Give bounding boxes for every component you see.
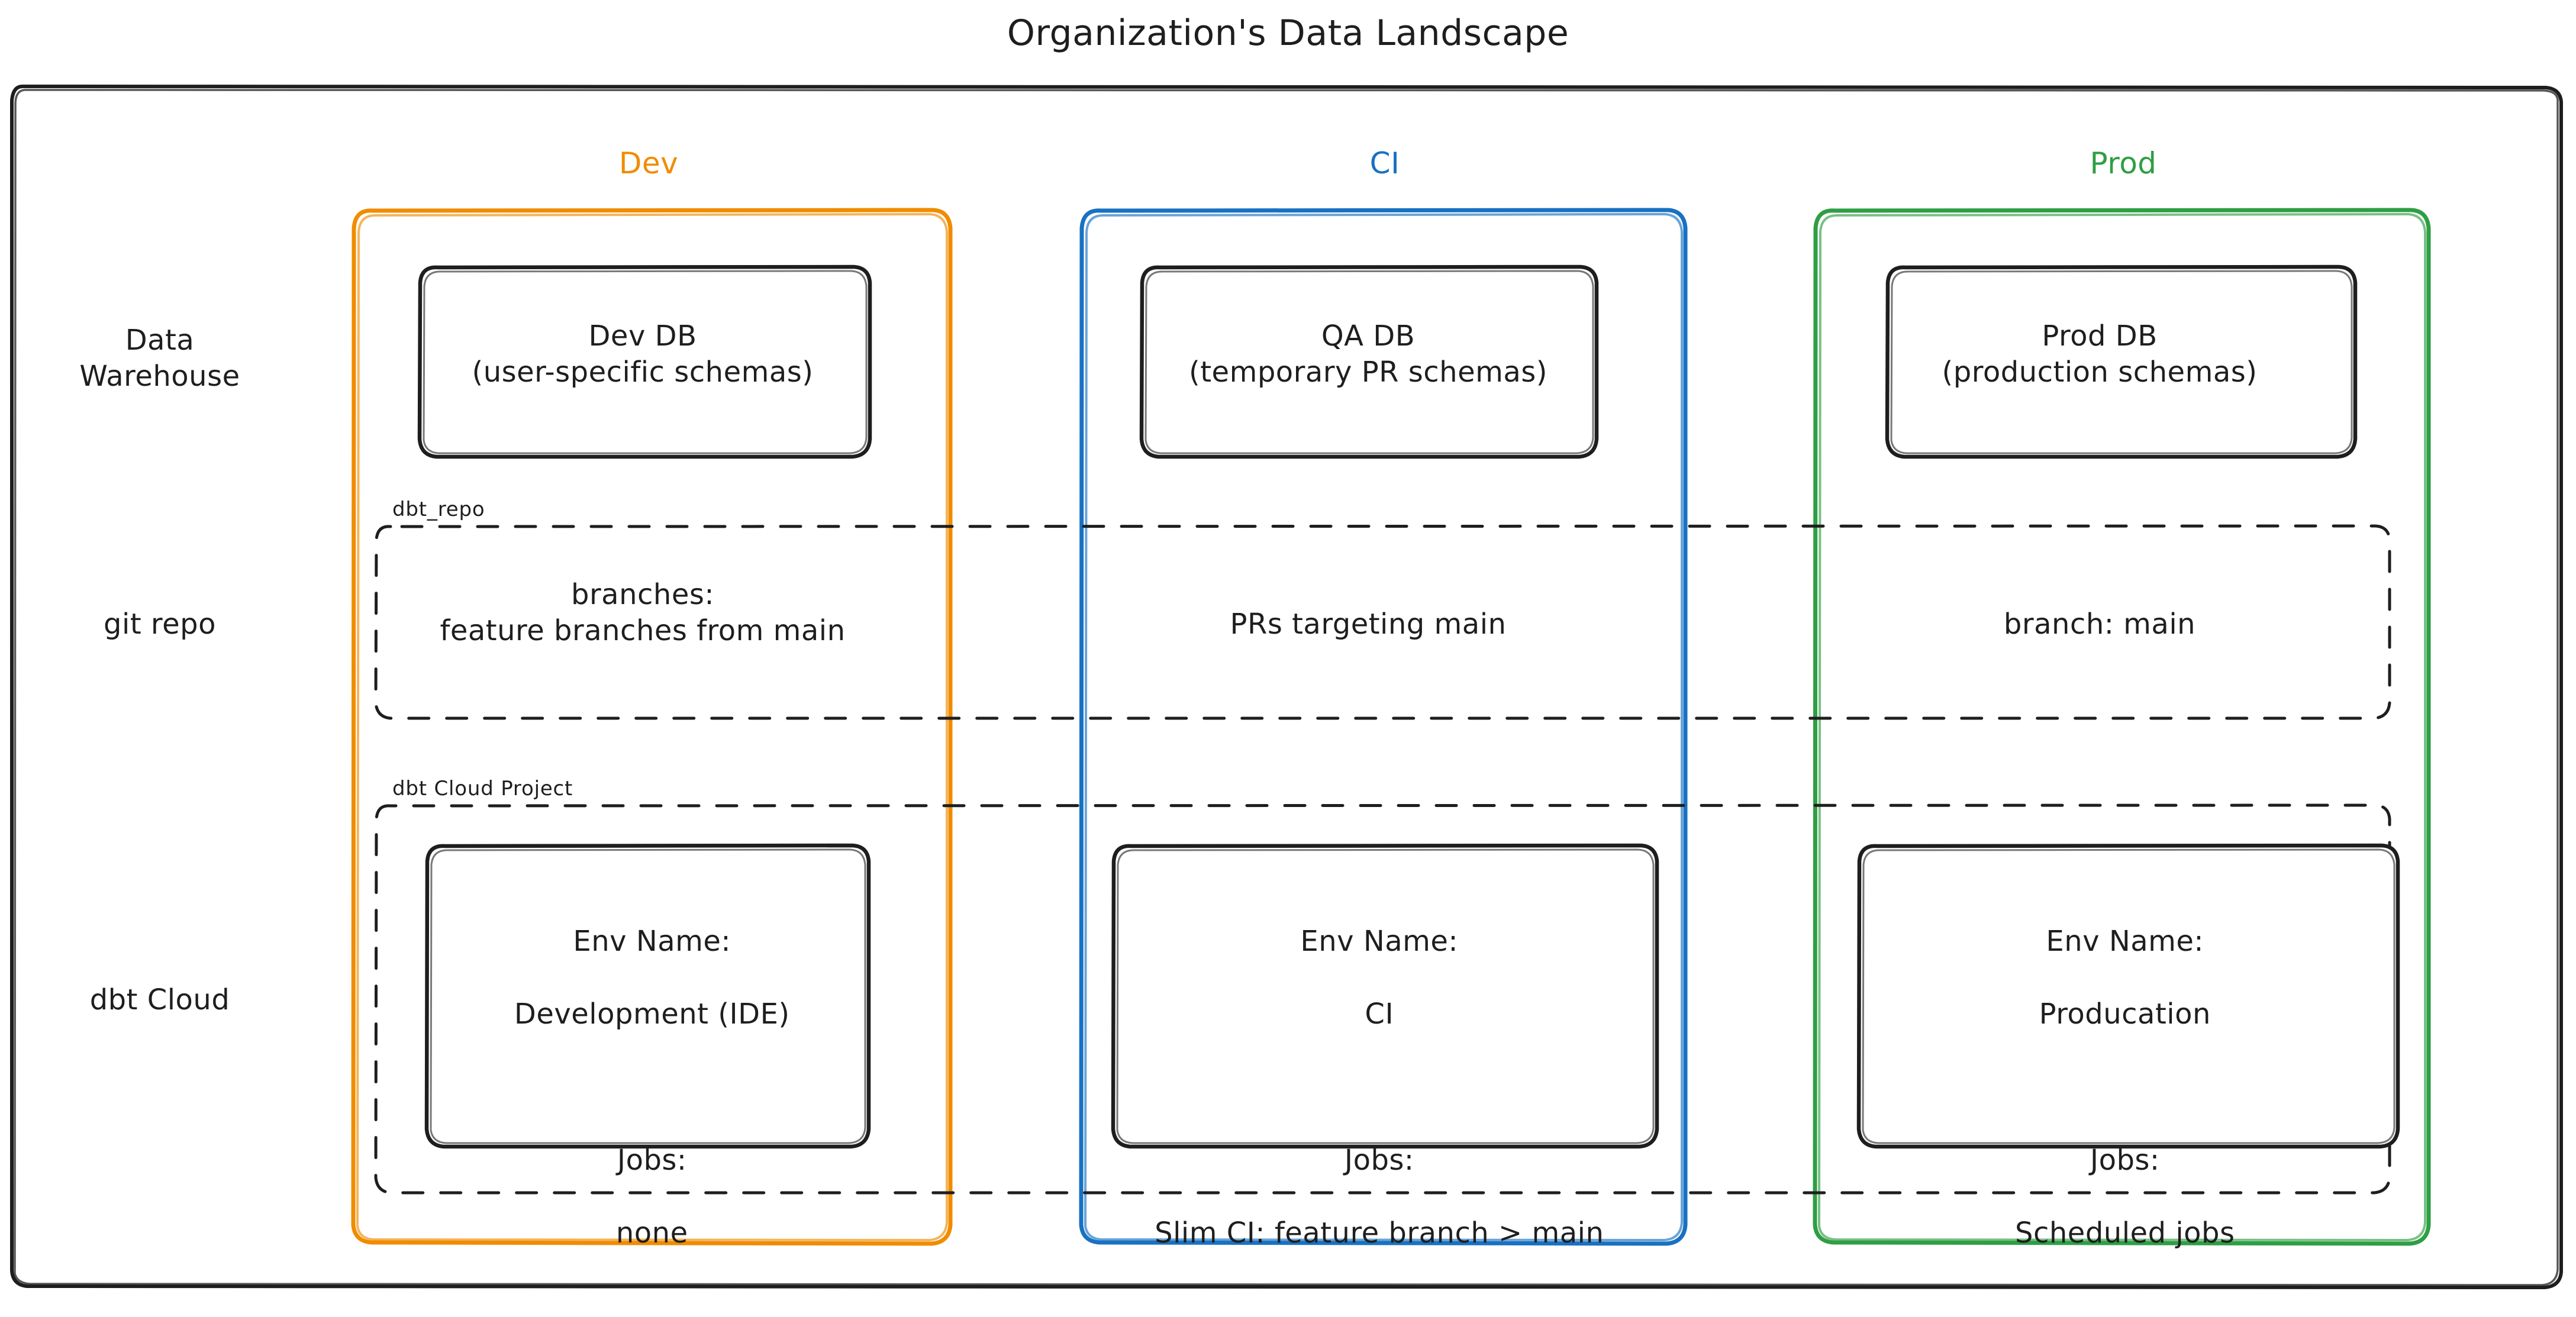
dbt-ci-jobs-value: Slim CI: feature branch > main [1155,1216,1604,1250]
column-header-prod: Prod [2090,146,2157,180]
box-prod-db[interactable] [1885,264,2358,459]
dbt-prod-jobs-value: Scheduled jobs [2015,1216,2235,1250]
group-box-dbt-repo [374,524,2391,720]
prod-db-line1: Prod DB [2042,319,2158,353]
spacer [1113,1069,1627,1106]
row-label-line1: Data [125,324,195,357]
git-text-ci: PRs targeting main [1230,608,1507,641]
group-box-dbt-cloud-project [374,803,2391,1195]
group-caption-dbt-cloud-project: dbt Cloud Project [392,777,573,800]
git-dev-line2: feature branches from main [440,614,846,648]
git-text-prod: branch: main [2003,608,2196,641]
dbt-env-text-prod: Env Name: Producation Jobs: Scheduled jo… [1858,887,2373,1251]
dev-db-line2: (user-specific schemas) [472,356,814,389]
outer-frame [10,85,2563,1290]
dbt-ci-env-label: Env Name: [1300,925,1459,958]
row-label-git-repo: git repo [104,608,216,641]
dbt-dev-jobs-label: Jobs: [617,1143,687,1177]
row-label-dbt-cloud: dbt Cloud [89,983,230,1016]
git-dev-line1: branches: [570,578,715,611]
box-label-dev-db: Dev DB(user-specific schemas) [418,318,868,391]
box-label-prod-db: Prod DB(production schemas) [1875,318,2324,391]
box-dbt-env-ci[interactable] [1111,843,1659,1149]
dbt-prod-env-value: Producation [2039,998,2211,1031]
dbt-prod-env-label: Env Name: [2046,925,2204,958]
qa-db-line1: QA DB [1321,319,1416,353]
spacer [1858,1069,2373,1106]
dbt-ci-jobs-label: Jobs: [1344,1143,1414,1177]
column-frame-dev [351,208,953,1246]
box-label-qa-db: QA DB(temporary PR schemas) [1143,318,1593,391]
box-dbt-env-dev[interactable] [424,843,871,1149]
git-text-dev: branches:feature branches from main [418,577,868,650]
column-header-ci: CI [1369,146,1400,180]
dbt-env-text-ci: Env Name: CI Jobs: Slim CI: feature bran… [1113,887,1627,1251]
dev-db-line1: Dev DB [588,319,697,353]
row-label-line2: Warehouse [79,360,240,393]
qa-db-line2: (temporary PR schemas) [1188,356,1548,389]
dbt-ci-env-value: CI [1365,998,1394,1031]
box-dbt-env-prod[interactable] [1856,843,2400,1149]
dbt-dev-env-value: Development (IDE) [514,998,790,1031]
dbt-dev-jobs-value: none [615,1216,688,1250]
box-dev-db[interactable] [417,264,872,459]
prod-db-line2: (production schemas) [1942,356,2258,389]
column-header-dev: Dev [618,146,679,180]
column-frame-ci [1079,208,1688,1246]
column-frame-prod [1813,208,2431,1246]
dbt-dev-env-label: Env Name: [573,925,731,958]
group-caption-dbt-repo: dbt_repo [392,498,485,521]
page-title: Organization's Data Landscape [1007,12,1569,54]
box-qa-db[interactable] [1139,264,1599,459]
dbt-env-text-dev: Env Name: Development (IDE) Jobs: none [418,887,868,1251]
dbt-prod-jobs-label: Jobs: [2090,1143,2160,1177]
spacer [418,1069,868,1106]
